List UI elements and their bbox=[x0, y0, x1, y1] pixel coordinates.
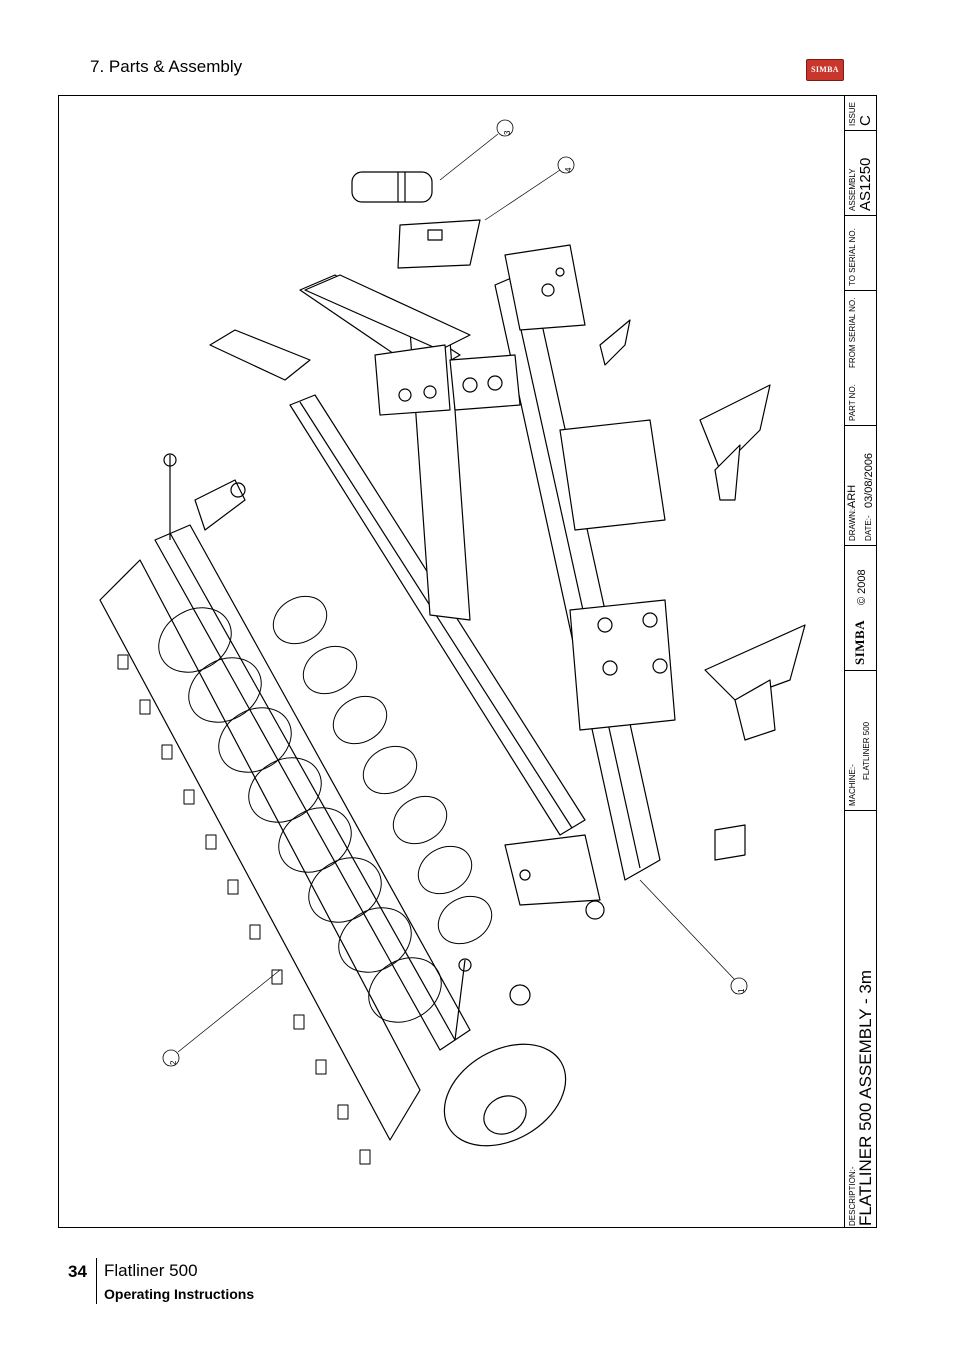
tb-separator bbox=[844, 545, 877, 546]
drawn-value: ARH bbox=[846, 484, 858, 508]
callout-3: 3 bbox=[503, 130, 512, 135]
assembly-number: AS1250 bbox=[857, 157, 874, 211]
machine-value: FLATLINER 500 bbox=[862, 721, 871, 780]
document-subtitle: Operating Instructions bbox=[104, 1286, 255, 1302]
simba-brand: SIMBA bbox=[852, 619, 867, 665]
section-title: 7. Parts & Assembly bbox=[90, 57, 243, 76]
tb-separator bbox=[844, 130, 877, 131]
page-number: 34 bbox=[68, 1262, 87, 1281]
issue-value: C bbox=[857, 115, 874, 126]
callout-2: 2 bbox=[169, 1060, 178, 1065]
machine-label: MACHINE:- bbox=[848, 764, 857, 806]
description-value: FLATLINER 500 ASSEMBLY - 3m bbox=[856, 969, 875, 1226]
tb-separator bbox=[844, 810, 877, 811]
copyright: © 2008 bbox=[856, 569, 868, 605]
issue-label: ISSUE bbox=[848, 101, 857, 126]
simba-logo: SIMBA bbox=[806, 59, 844, 81]
title-block bbox=[844, 95, 877, 1228]
to-serial-label: TO SERIAL NO. bbox=[848, 228, 857, 286]
date-value: 03/08/2006 bbox=[863, 452, 875, 508]
tb-separator bbox=[844, 290, 877, 291]
tb-separator bbox=[844, 670, 877, 671]
from-serial-label: FROM SERIAL NO. bbox=[848, 297, 857, 368]
callout-1: 1 bbox=[737, 988, 746, 993]
drawing-frame bbox=[58, 95, 877, 1228]
drawn-label: DRAWN:- bbox=[848, 506, 857, 541]
assembly-label: ASSEMBLY bbox=[848, 168, 857, 211]
part-no-label: PART NO. bbox=[848, 384, 857, 421]
tb-separator bbox=[844, 425, 877, 426]
product-name: Flatliner 500 bbox=[104, 1261, 198, 1280]
date-label: DATE:- bbox=[864, 515, 873, 541]
tb-separator bbox=[844, 215, 877, 216]
footer-divider bbox=[96, 1258, 97, 1304]
callout-4: 4 bbox=[564, 167, 573, 172]
